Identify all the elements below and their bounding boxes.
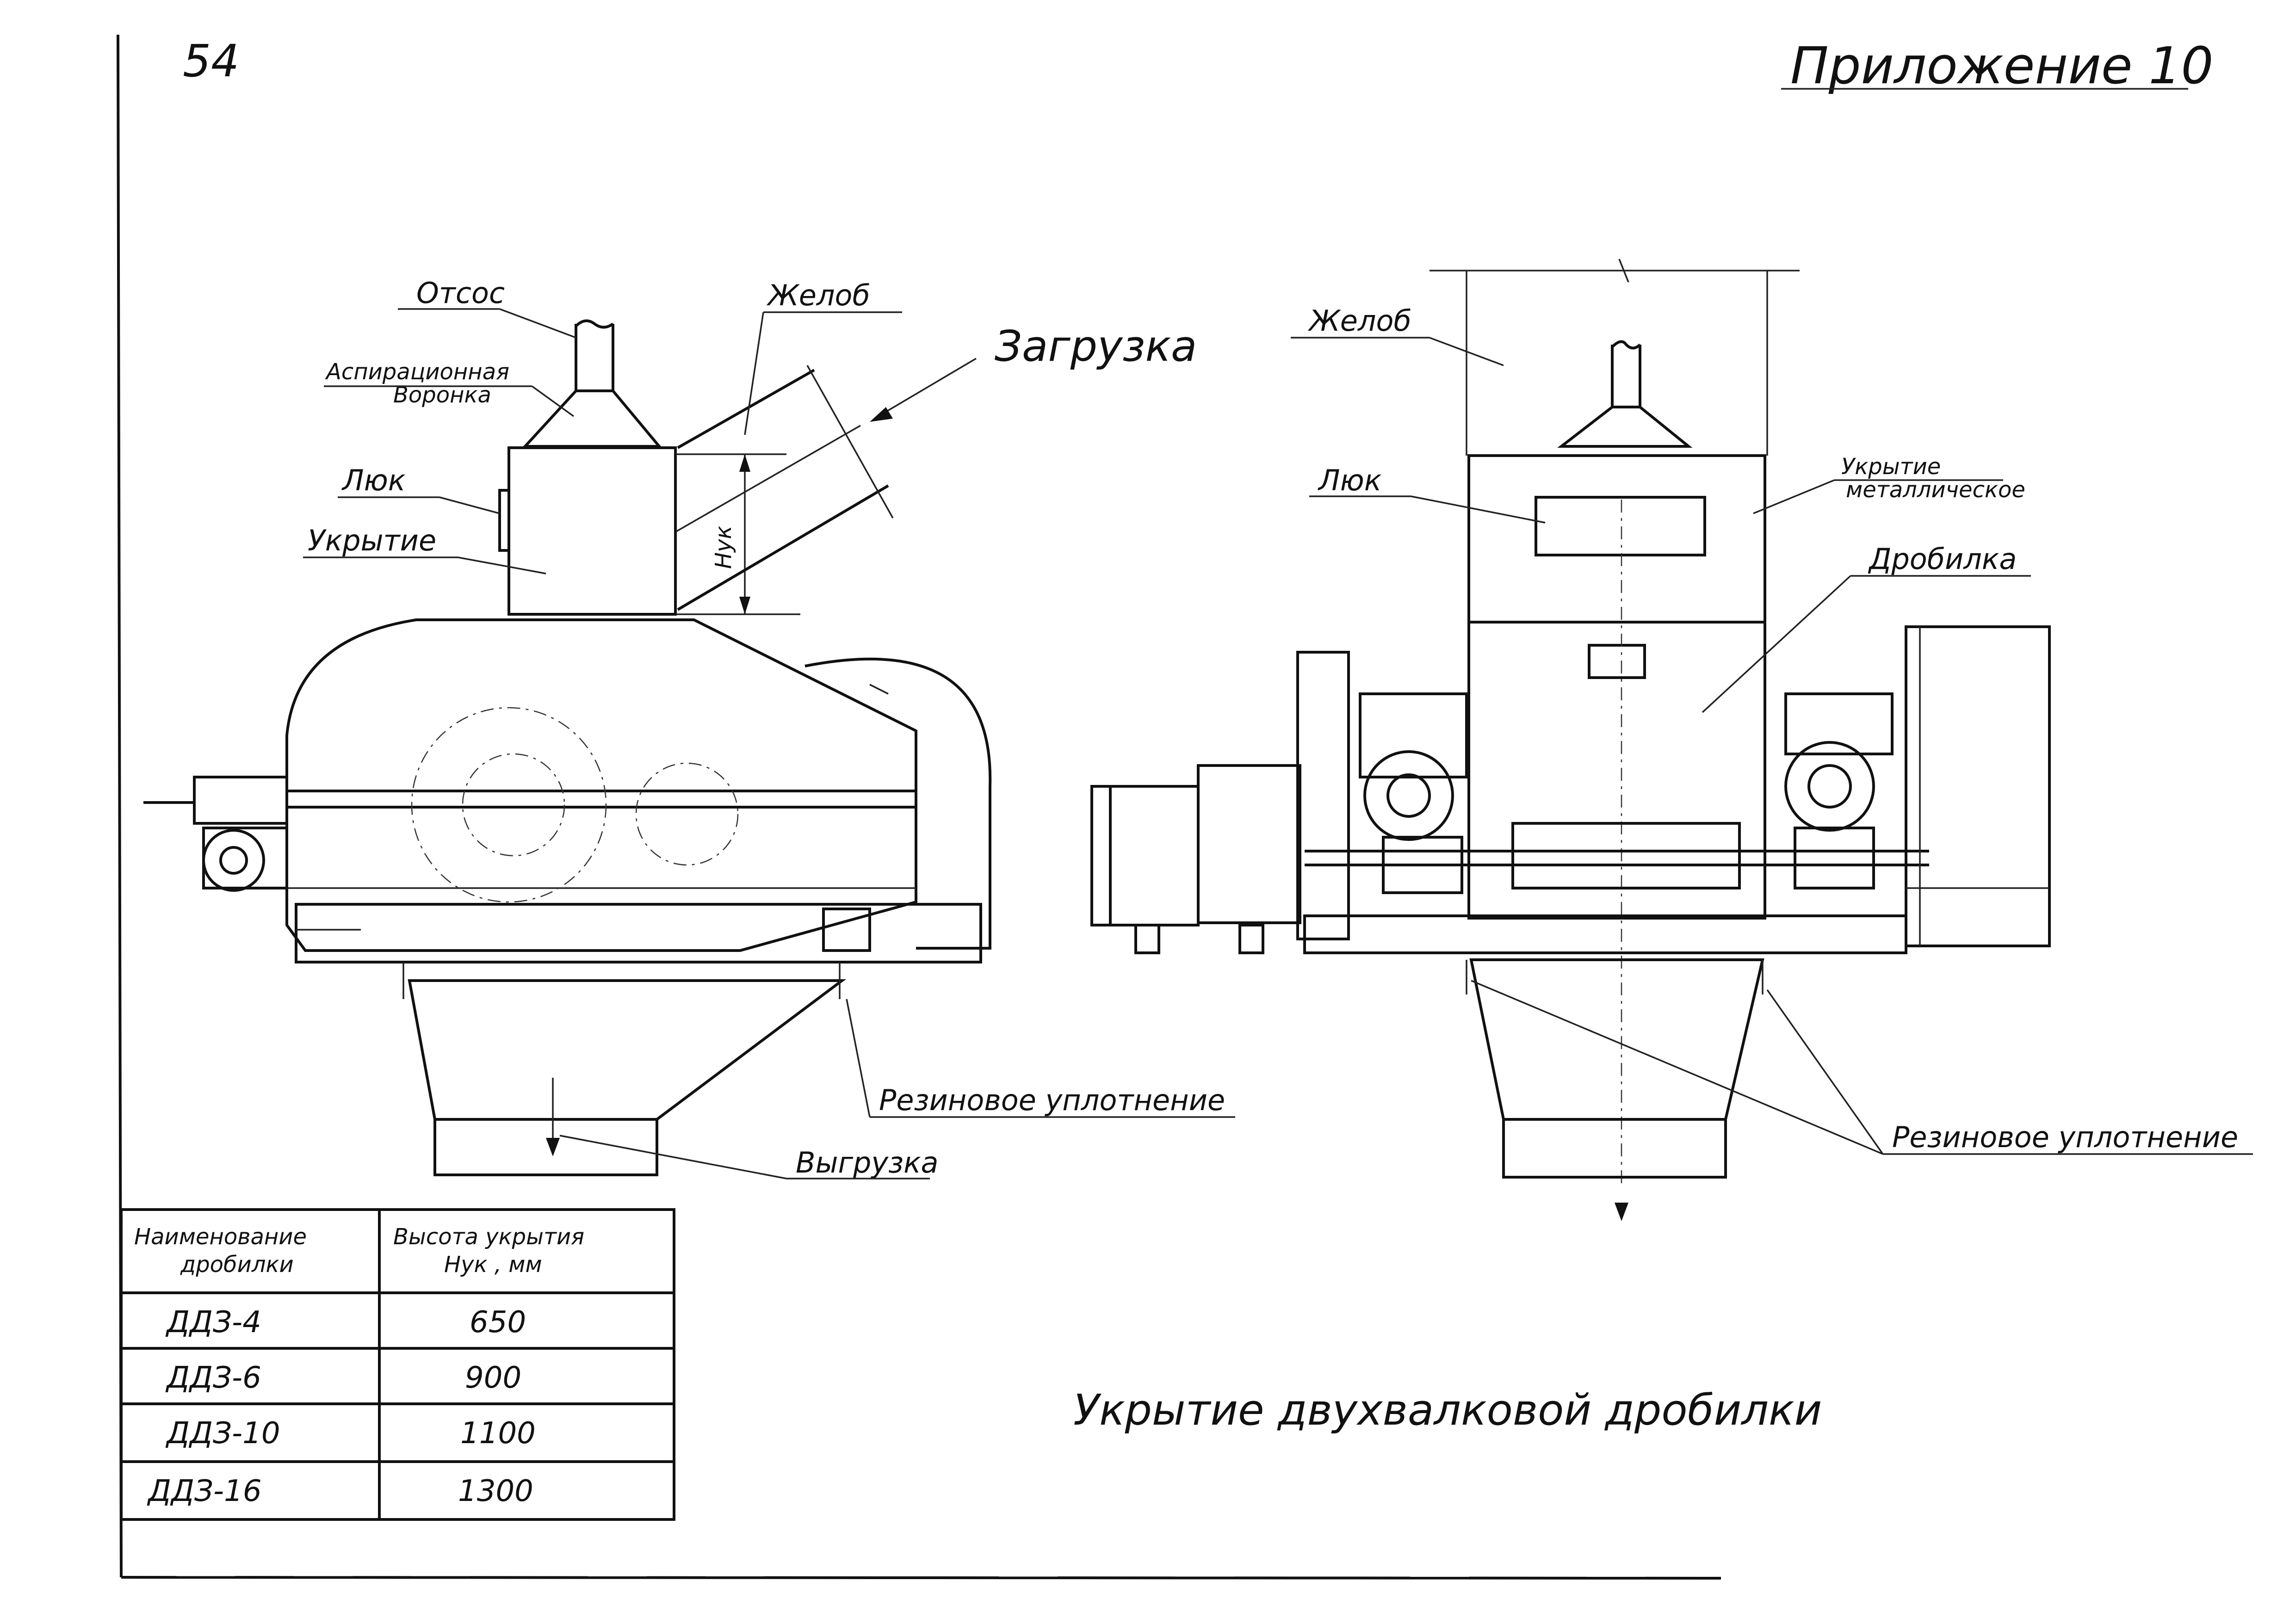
discharge-flange-left [433,1118,658,1176]
drive-shaft-left [143,776,288,892]
chute-left [675,365,894,611]
flywheel-guard [805,657,992,950]
label-chute-right: Желоб [1307,304,1411,338]
right-labels: Желоб Люк Укрытие металлическое Дробилка… [1291,304,2253,1155]
right-view [1090,259,2051,1221]
crusher-body-right [1467,621,1766,920]
bearing-left [1363,750,1454,841]
label-suction: Отсос [416,276,505,310]
cover-box [507,446,677,616]
bearing-right [1784,741,1875,832]
cover-box-right [1467,454,1766,624]
label-rubber-seal-left: Резиновое уплотнение [879,1083,1225,1117]
table-row-height: 1300 [458,1474,533,1508]
discharge-hopper-right [1469,958,1764,1121]
discharge-hopper-left [408,979,846,1121]
label-unloading: Выгрузка [796,1146,939,1179]
label-rubber-seal-right: Резиновое уплотнение [1892,1120,2238,1154]
height-dimension [675,453,800,615]
label-aspiration-1: Аспирационная [325,359,509,385]
left-labels: Отсос Аспирационная Воронка Желоб Загруз… [303,276,1235,1179]
table-header-name-1: Наименование [134,1224,307,1250]
table-header-height-2: Нук , мм [444,1252,542,1278]
table-row-name: ДДЗ-6 [165,1361,261,1395]
label-cover-right-2: металлическое [1846,477,2025,503]
table-row-name: ДДЗ-4 [165,1305,261,1340]
roll-left-1 [462,753,565,857]
page-number: 54 [183,35,239,87]
table-row-height: 1100 [460,1416,536,1451]
label-chute-left: Желоб [766,278,870,312]
table-row-height: 900 [465,1361,521,1395]
table-row-name: ДДЗ-16 [147,1474,262,1508]
base-right [1303,914,1907,954]
label-hatch-right: Люк [1318,463,1382,497]
roll-left-2 [635,762,739,866]
aspiration-funnel [522,389,662,448]
table-header-height-1: Высота укрытия [393,1224,584,1250]
label-loading: Загрузка [995,321,1197,371]
table-header-name-2: дробилки [180,1252,294,1278]
appendix-label: Приложение 10 [1790,36,2213,95]
label-crusher: Дробилка [1868,542,2017,576]
hatch-right [1535,496,1706,556]
label-height-dim: Нук [711,526,736,569]
table-row-name: ДДЗ-10 [165,1416,280,1451]
label-cover-right-1: Укрытие [1841,454,1941,480]
frame-bottom-border [121,1576,1721,1580]
crusher-housing-left [285,618,917,952]
table-row-height: 650 [470,1305,526,1340]
motor-right-view [1090,785,1200,926]
suction-pipe [575,319,614,391]
left-view [143,319,992,1176]
label-cover-left: Укрытие [308,524,436,557]
discharge-flange-right [1502,1118,1727,1179]
crusher-table: Наименование дробилки Высота укрытия Нук… [120,1208,675,1521]
roll-shaft [1511,822,1741,889]
base-left [295,903,982,963]
aspiration-funnel-right [1557,406,1693,448]
drawing-title: Укрытие двухвалковой дробилки [1073,1385,1822,1435]
hatch-left [498,489,510,552]
label-hatch-left: Люк [341,463,406,497]
